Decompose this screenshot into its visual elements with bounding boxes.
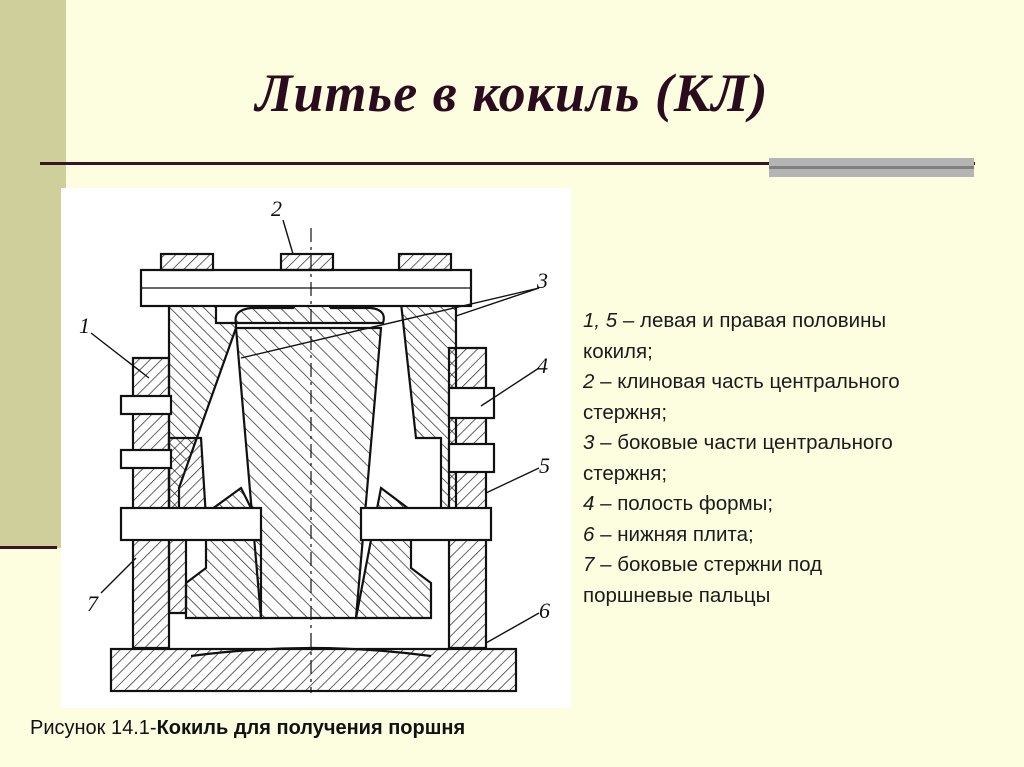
left-accent-bar bbox=[0, 0, 66, 548]
legend-line: 7 – боковые стержни под bbox=[583, 553, 823, 576]
label-3: 3 bbox=[536, 268, 548, 293]
mold-diagram: 2 3 1 4 5 6 7 bbox=[61, 188, 571, 708]
legend-line: 3 – боковые части центрального bbox=[583, 431, 893, 454]
bottom-plate bbox=[109, 647, 518, 693]
legend-line: кокиля; bbox=[583, 339, 653, 363]
label-7: 7 bbox=[87, 591, 99, 616]
label-4: 4 bbox=[537, 353, 548, 378]
title-divider bbox=[40, 162, 975, 165]
label-1: 1 bbox=[79, 313, 90, 338]
label-6: 6 bbox=[539, 598, 550, 623]
divider-accent-line bbox=[769, 166, 974, 169]
legend-line: 2 – клиновая часть центрального bbox=[583, 370, 900, 393]
slide-title: Литье в кокиль (КЛ) bbox=[255, 63, 769, 123]
legend-line: 4 – полость формы; bbox=[583, 492, 774, 515]
label-2: 2 bbox=[271, 196, 282, 221]
legend-line: поршневые пальцы bbox=[583, 583, 771, 607]
legend-line: стержня; bbox=[583, 400, 668, 424]
legend-line: 1, 5 – левая и правая половины bbox=[583, 309, 887, 332]
legend-line: 6 – нижняя плита; bbox=[583, 522, 754, 546]
label-5: 5 bbox=[539, 453, 550, 478]
left-accent-line bbox=[0, 546, 57, 549]
bottom-plate-dish bbox=[190, 646, 432, 658]
legend: 1, 5 – левая и правая половины кокиля; 2… bbox=[583, 306, 1003, 611]
legend-line: стержня; bbox=[583, 461, 668, 485]
left-mold-half bbox=[131, 356, 171, 650]
right-mold-body bbox=[399, 301, 458, 535]
right-mold-half bbox=[447, 346, 488, 650]
figure-caption: Рисунок 14.1-Кокиль для получения поршня bbox=[30, 717, 466, 739]
